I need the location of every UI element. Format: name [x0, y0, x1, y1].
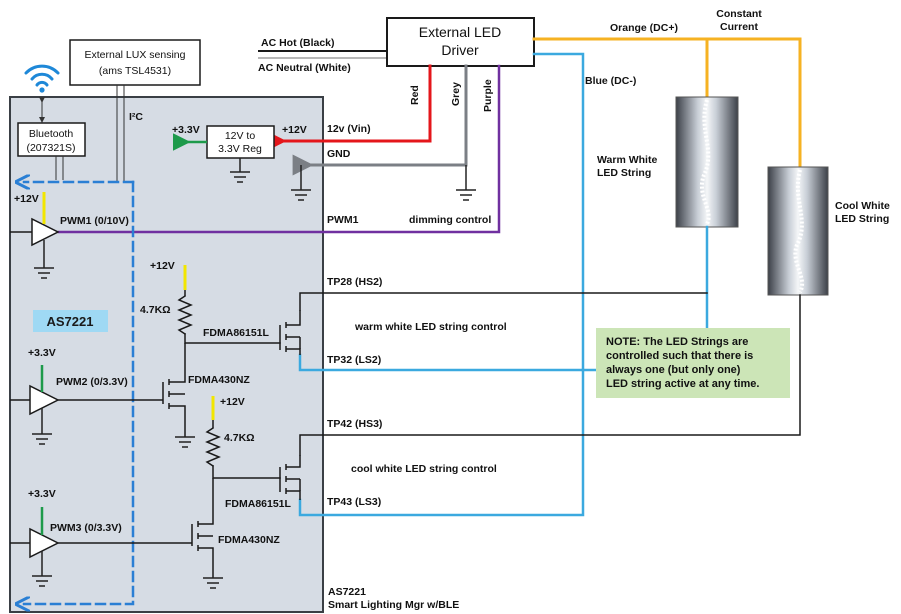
as7221-caption-line2: Smart Lighting Mgr w/BLE — [328, 599, 459, 611]
wireless-icon — [24, 64, 60, 87]
dimming-control-label: dimming control — [409, 214, 491, 226]
tp28-label: TP28 (HS2) — [327, 276, 382, 288]
vin-label: 12v (Vin) — [327, 123, 371, 135]
warm-12v-label: +12V — [150, 260, 175, 272]
warm-white-label-line1: Warm White — [597, 154, 657, 166]
ground-symbol — [230, 158, 250, 183]
tp32-label: TP32 (LS2) — [327, 354, 381, 366]
cool-pullup-resistor — [205, 426, 221, 468]
cool-low-side-mosfet — [191, 478, 214, 578]
ground-symbol — [291, 165, 311, 201]
grey-wire-label: Grey — [450, 82, 462, 106]
cool-12v-label: +12V — [220, 396, 245, 408]
internal-bus-dashed — [24, 180, 135, 604]
tp42-label: TP42 (HS3) — [327, 418, 382, 430]
warm-low-side-mosfet-label: FDMA430NZ — [188, 374, 250, 386]
cool-control-label: cool white LED string control — [351, 463, 497, 475]
ground-symbol — [32, 551, 52, 587]
orange-dc-plus-label: Orange (DC+) — [610, 22, 678, 34]
warm-resistor-label: 4.7KΩ — [140, 304, 171, 316]
warm-high-side-mosfet — [279, 310, 301, 355]
as7221-chip — [33, 310, 108, 332]
pwm3-amplifier — [29, 527, 60, 559]
regulator-line1: 12V to — [225, 130, 256, 142]
as7221-board — [9, 96, 324, 613]
constant-current-line1: Constant — [716, 8, 762, 20]
ground-symbol — [175, 436, 195, 448]
ground-symbol — [456, 165, 476, 201]
note-line3: always one (but only one) — [606, 364, 741, 376]
orange-dc-plus-wire — [532, 37, 802, 169]
regulator-out-label: +3.3V — [172, 124, 200, 136]
ground-symbol — [32, 408, 52, 445]
bluetooth-line1: Bluetooth — [29, 128, 74, 140]
ground-symbol — [203, 577, 223, 589]
warm-white-label-line2: LED String — [597, 167, 651, 179]
as7221-chip-label: AS7221 — [47, 314, 94, 329]
blue-dc-minus-wire — [298, 52, 585, 517]
pwm2-label: PWM2 (0/3.3V) — [56, 376, 128, 388]
cool-white-label-line2: LED String — [835, 213, 889, 225]
pwm1-supply-label: +12V — [14, 193, 39, 205]
red-wire-label: Red — [409, 85, 421, 105]
driver-title-line2: Driver — [441, 42, 479, 58]
warm-pullup-resistor — [177, 294, 193, 336]
cool-white-led-string — [767, 166, 829, 296]
note-box — [596, 328, 790, 398]
regulator-line2: 3.3V Reg — [218, 143, 262, 155]
tp43-label: TP43 (LS3) — [327, 496, 381, 508]
driver-title-line1: External LED — [419, 24, 501, 40]
red-wire — [265, 64, 432, 152]
lux-sensor-line2: (ams TSL4531) — [99, 65, 171, 77]
warm-high-side-mosfet-label: FDMA86151L — [203, 327, 270, 339]
ac-hot-label: AC Hot (Black) — [261, 37, 335, 49]
warm-control-label: warm white LED string control — [354, 321, 507, 333]
cool-high-side-mosfet-label: FDMA86151L — [225, 498, 292, 510]
pwm2-supply-label: +3.3V — [28, 347, 56, 359]
pwm3-supply-label: +3.3V — [28, 488, 56, 500]
warm-low-side-mosfet — [162, 343, 186, 437]
grey-wire — [292, 64, 468, 176]
warm-hs2-wire — [299, 292, 708, 311]
pwm1-amplifier — [31, 217, 60, 247]
pwm1-label: PWM1 (0/10V) — [60, 215, 129, 227]
lux-sensor-line1: External LUX sensing — [85, 49, 186, 61]
pwm1-net-label: PWM1 — [327, 214, 359, 226]
cool-high-side-mosfet — [279, 455, 301, 500]
gnd-label: GND — [327, 148, 351, 160]
pwm2-amplifier — [29, 384, 60, 416]
lux-sensor-box — [69, 39, 201, 86]
external-led-driver — [386, 17, 535, 67]
as7221-caption-line1: AS7221 — [328, 586, 366, 598]
ground-symbol — [34, 240, 54, 279]
ac-neutral-label: AC Neutral (White) — [258, 62, 351, 74]
bluetooth-box — [17, 122, 86, 157]
blue-dc-minus-label: Blue (DC-) — [585, 75, 636, 87]
cool-resistor-label: 4.7KΩ — [224, 432, 255, 444]
cool-string-return-wire — [299, 294, 801, 456]
i2c-label: I²C — [129, 111, 143, 123]
note-line1: NOTE: The LED Strings are — [606, 336, 748, 348]
note-line4: LED string active at any time. — [606, 378, 759, 390]
cool-low-side-mosfet-label: FDMA430NZ — [218, 534, 280, 546]
pwm3-label: PWM3 (0/3.3V) — [50, 522, 122, 534]
purple-wire-label: Purple — [482, 79, 494, 112]
blue-ls2-wire — [298, 353, 585, 372]
purple-wire — [57, 64, 501, 234]
constant-current-line2: Current — [720, 21, 758, 33]
cool-white-label-line1: Cool White — [835, 200, 890, 212]
wireless-icon-dot — [39, 87, 45, 93]
bluetooth-line2: (207321S) — [26, 142, 75, 154]
regulator-box — [206, 125, 275, 159]
regulator-in-label: +12V — [282, 124, 307, 136]
warm-white-led-string — [675, 96, 739, 228]
note-line2: controlled such that there is — [606, 350, 753, 362]
